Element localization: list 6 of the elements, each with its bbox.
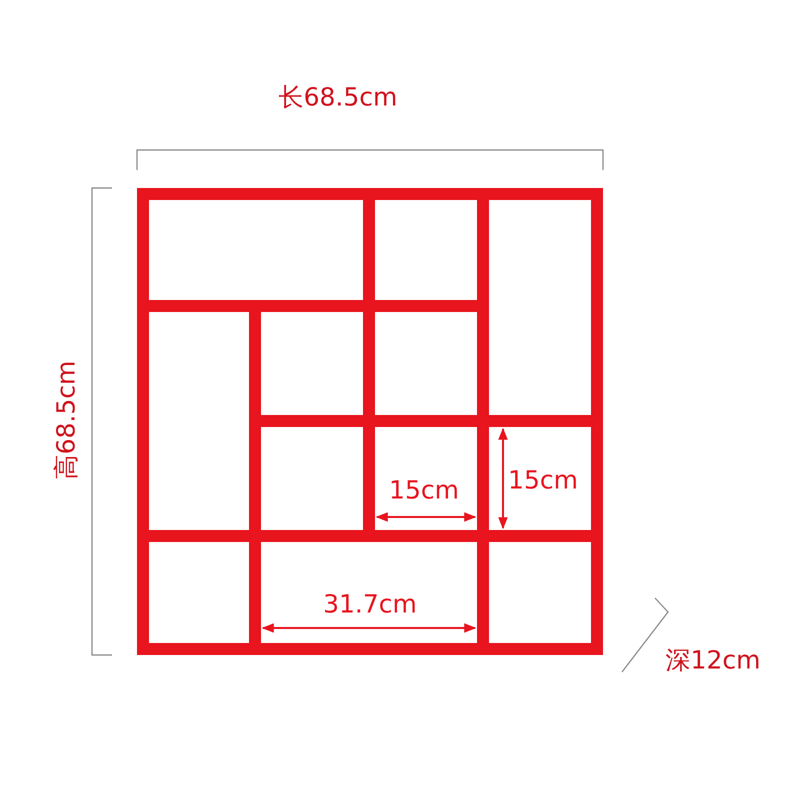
dimension-label: 深12cm (666, 648, 760, 672)
dimension-label: 长68.5cm (278, 84, 398, 110)
dimension-label: 15cm (389, 478, 459, 502)
dimension-label: 31.7cm (323, 592, 417, 616)
dimension-label: 高68.5cm (54, 360, 78, 480)
dimension-label: 15cm (508, 468, 578, 492)
